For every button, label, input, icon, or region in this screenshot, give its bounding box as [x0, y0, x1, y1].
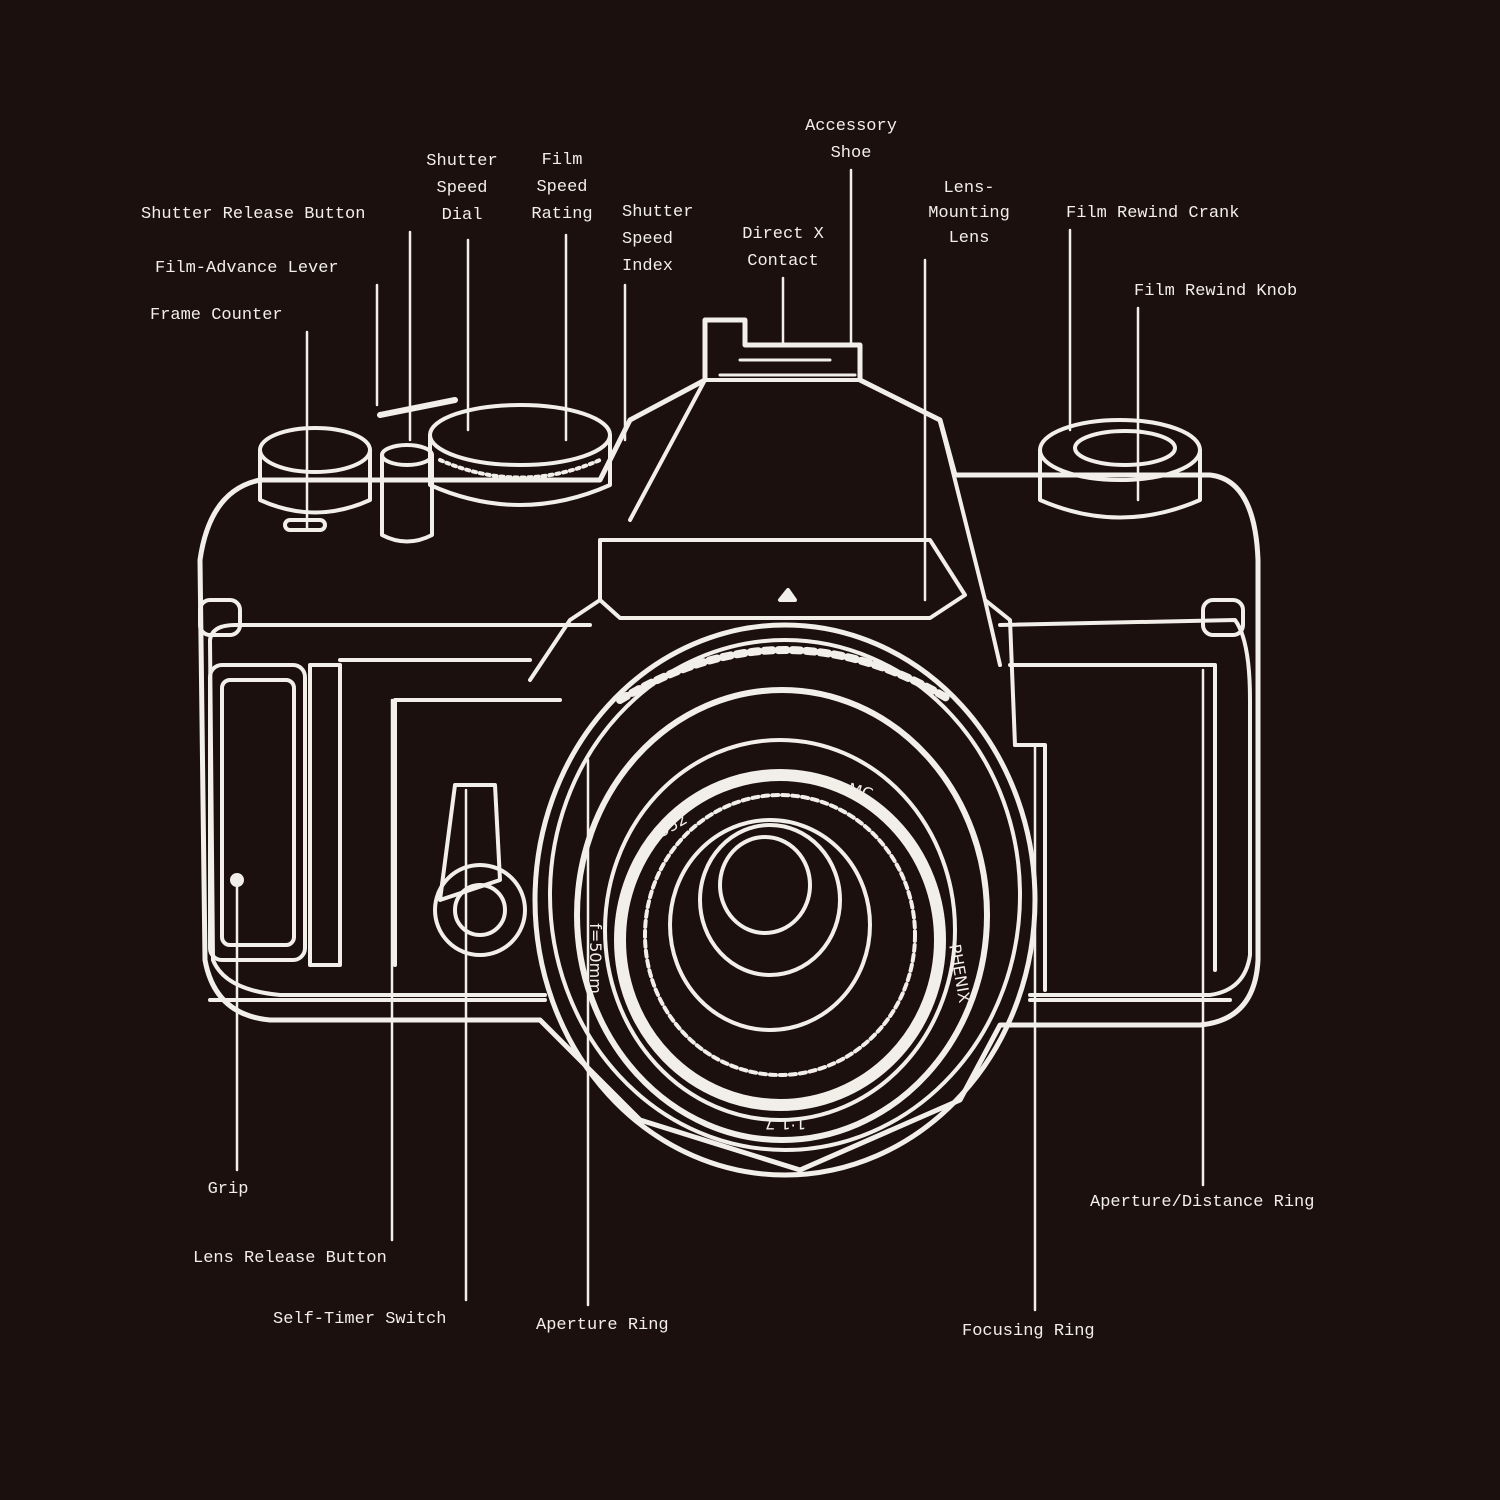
lens-marking-aperture: 1:1.7 [765, 1114, 807, 1133]
label-focusing-ring: Focusing Ring [962, 1322, 1095, 1341]
shutter-speed-dial [428, 403, 612, 467]
label-line: Shutter [426, 152, 498, 171]
label-frame-counter: Frame Counter [150, 306, 283, 325]
label-film-rewind-knob: Film Rewind Knob [1134, 282, 1298, 301]
label-line: Speed [536, 178, 588, 197]
label-aperture-ring: Aperture Ring [536, 1316, 669, 1335]
label-aperture-distance-ring: Aperture/Distance Ring [1090, 1193, 1315, 1212]
label-film-rewind-crank: Film Rewind Crank [1066, 204, 1240, 223]
label-line: Index [622, 257, 674, 276]
camera-body [197, 317, 1261, 1173]
label-line: Mounting [928, 204, 1010, 223]
label-line: Direct X [742, 225, 824, 244]
label-line: Lens [948, 229, 990, 248]
leader-lines [235, 168, 1205, 1312]
label-line: Rating [531, 205, 593, 224]
lens-marking-focal: f=50mm [585, 923, 605, 994]
label-line: Shoe [830, 144, 872, 163]
self-timer-lever [438, 783, 502, 902]
label-line: Shutter [622, 203, 694, 222]
label-line: Contact [747, 252, 819, 271]
label-line: Dial [441, 206, 483, 225]
label-direct-x-contact: Direct X Contact [742, 221, 824, 275]
lens [532, 588, 1038, 1178]
label-self-timer-switch: Self-Timer Switch [273, 1310, 447, 1329]
label-line: Lens- [943, 179, 995, 198]
label-film-advance-lever: Film-Advance Lever [155, 259, 339, 278]
prism-window [598, 538, 967, 620]
label-lens-release-button: Lens Release Button [193, 1249, 387, 1268]
label-line: Speed [436, 179, 488, 198]
label-line: Speed [622, 230, 674, 249]
label-shutter-release-button: Shutter Release Button [141, 205, 366, 224]
grip-panel [208, 663, 307, 962]
label-line: Accessory [805, 117, 897, 136]
label-grip: Grip [207, 1180, 249, 1199]
shutter-release-button [380, 443, 434, 467]
frame-counter-dial [258, 426, 372, 474]
label-line: Film [541, 151, 583, 170]
